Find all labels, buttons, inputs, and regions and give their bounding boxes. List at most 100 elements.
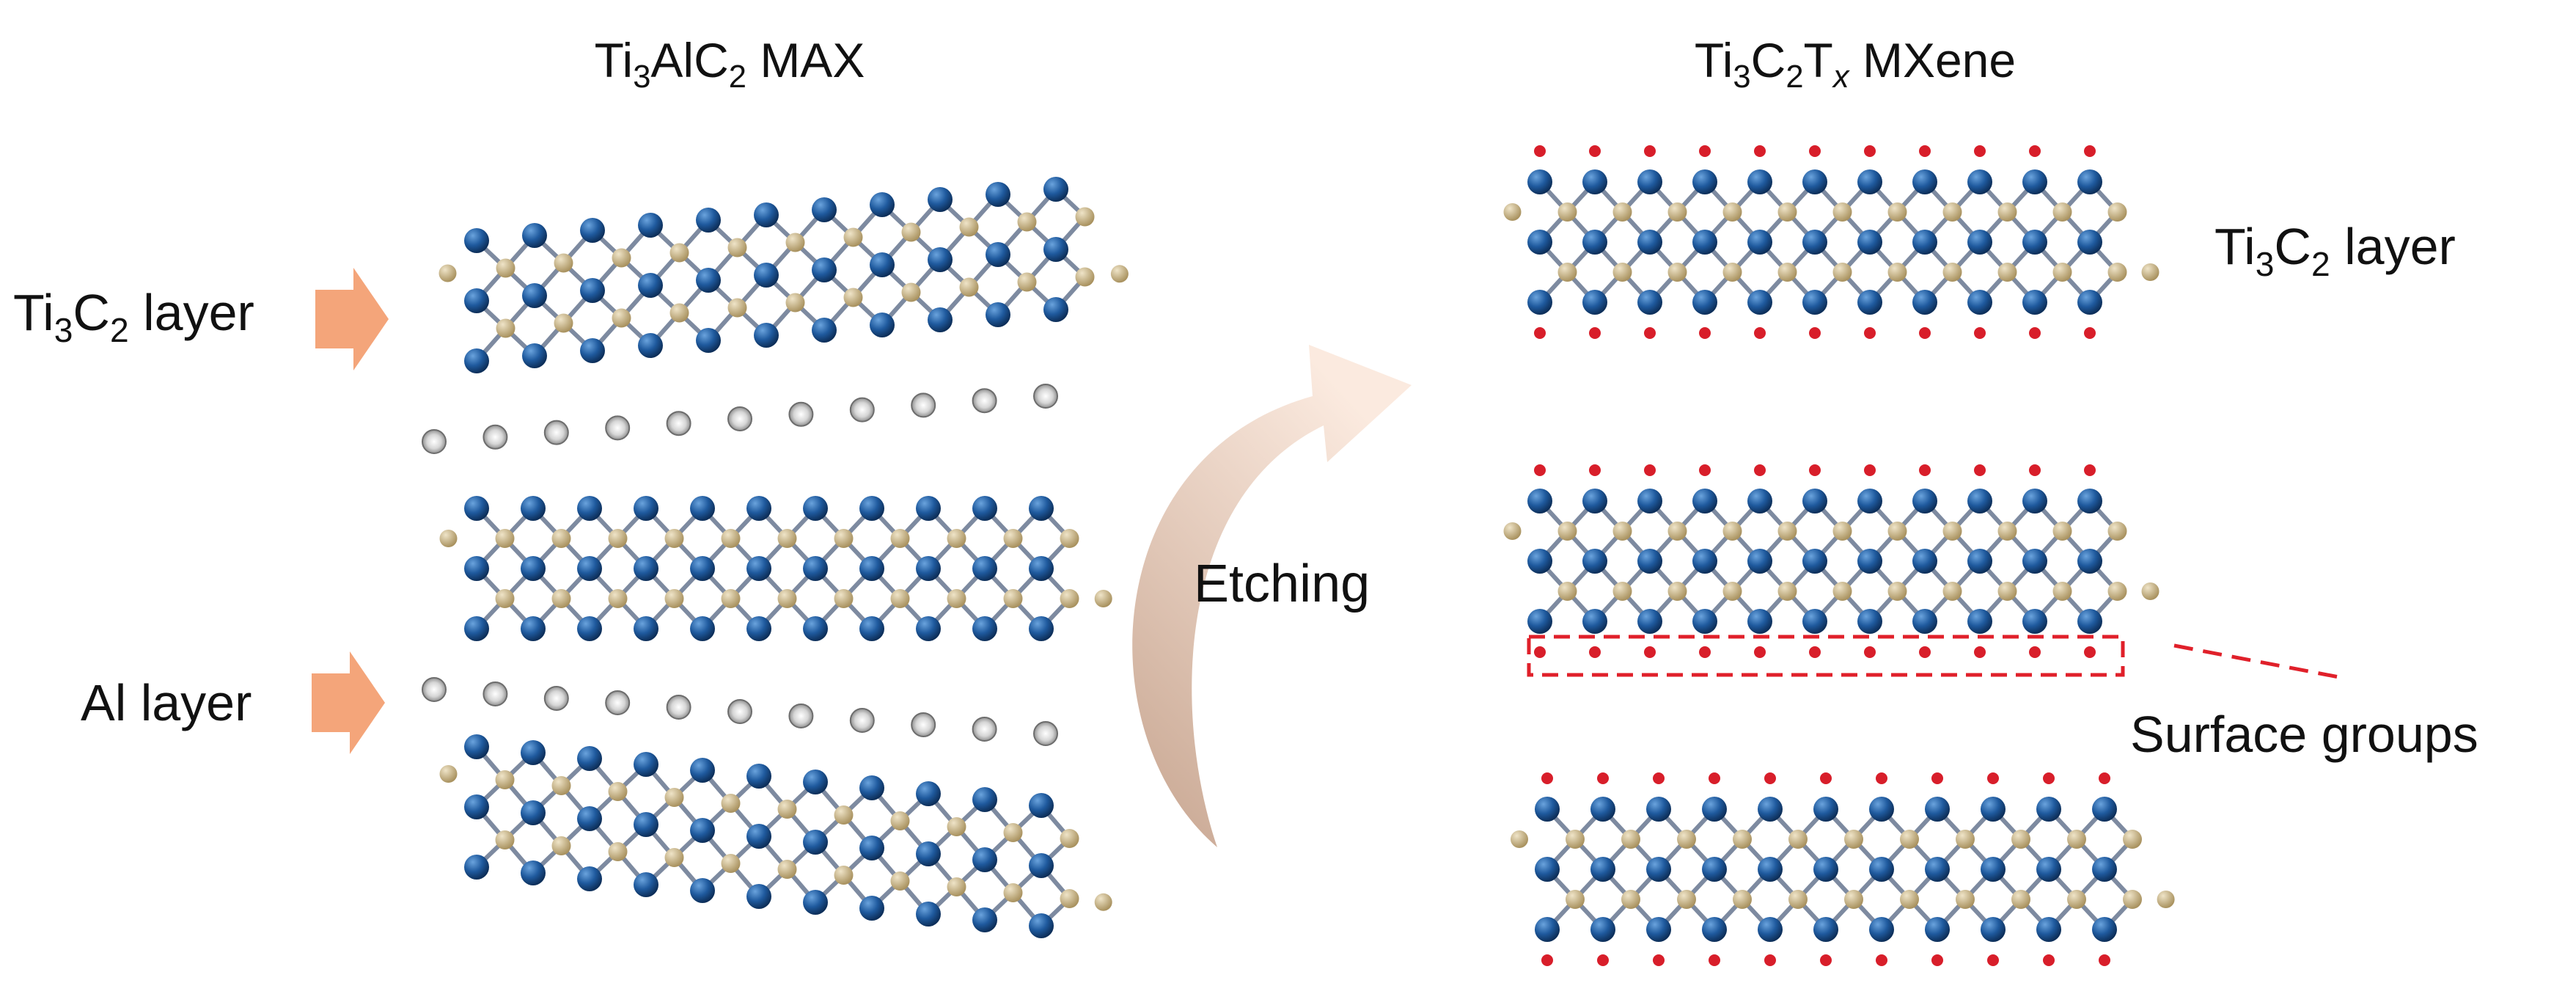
ti-atom: [2022, 290, 2047, 315]
ti-atom: [803, 890, 828, 915]
ti-atom: [1802, 609, 1827, 634]
ti-atom: [859, 836, 884, 860]
surface-atom: [1754, 646, 1766, 658]
al-atom: [1033, 721, 1058, 746]
ti-atom: [2092, 797, 2117, 822]
ti-atom: [1590, 917, 1615, 942]
ti-atom: [859, 616, 884, 641]
c-atom: [1667, 582, 1687, 601]
c-atom: [1511, 830, 1528, 848]
c-atom: [1844, 830, 1863, 849]
c-atom: [1075, 207, 1095, 227]
surface-atom: [1820, 954, 1832, 966]
surface-atom: [1919, 464, 1931, 476]
c-atom: [554, 313, 573, 333]
al-atom: [422, 429, 447, 454]
surface-atom: [1644, 646, 1656, 658]
ti-atom: [1912, 169, 1937, 194]
ti-atom: [746, 616, 771, 641]
surface-atom: [1653, 954, 1665, 966]
ti-atom: [1029, 853, 1054, 878]
max-slab-bottom: [439, 734, 1112, 938]
ti-atom: [464, 556, 489, 581]
c-atom: [2107, 522, 2127, 541]
ti-atom: [2036, 857, 2061, 882]
c-atom: [890, 589, 910, 608]
ti-atom: [1925, 857, 1950, 882]
ti-atom: [972, 787, 997, 812]
al-atom: [849, 397, 875, 423]
right-ti3c2-layer-label: Ti3C2 layer: [2214, 218, 2456, 283]
ti-atom: [2022, 230, 2047, 255]
surface-atom: [2084, 464, 2096, 476]
c-atom: [1557, 582, 1577, 601]
c-atom: [1667, 522, 1687, 541]
ti-atom: [1747, 489, 1772, 514]
surface-atom: [2029, 327, 2041, 339]
c-atom: [2052, 202, 2072, 222]
mxene-title: Ti3C2Tx MXene: [1695, 33, 2016, 95]
ti-atom: [1692, 290, 1717, 315]
ti-atom: [690, 758, 715, 783]
ti-atom: [1857, 290, 1882, 315]
ti-atom: [1813, 857, 1838, 882]
ti-atom: [2092, 917, 2117, 942]
ti-atom: [1527, 169, 1552, 194]
c-atom: [669, 303, 689, 323]
ti-atom: [1637, 169, 1662, 194]
ti-atom: [803, 770, 828, 794]
ti-atom: [634, 496, 658, 521]
c-atom: [1612, 522, 1632, 541]
ti-atom: [1692, 609, 1717, 634]
surface-atom: [1919, 327, 1931, 339]
ti-atom: [1912, 549, 1937, 574]
ti-atom: [1527, 549, 1552, 574]
ti-atom: [521, 740, 546, 765]
ti-atom: [521, 556, 546, 581]
ti-atom: [972, 496, 997, 521]
c-atom: [901, 222, 921, 242]
ti-atom: [1967, 230, 1992, 255]
ti-atom: [746, 824, 771, 849]
c-atom: [438, 264, 457, 282]
ti-atom: [2022, 489, 2047, 514]
c-atom: [1788, 890, 1808, 909]
ti-atom: [986, 242, 1010, 267]
surface-atom: [1754, 464, 1766, 476]
ti-atom: [1646, 797, 1671, 822]
max-title: Ti3AlC2 MAX: [595, 33, 865, 95]
ti-atom: [1590, 857, 1615, 882]
mxene-slab-middle: [1503, 464, 2159, 658]
c-atom: [1094, 893, 1112, 911]
c-atom: [495, 830, 515, 849]
ti-atom: [1758, 797, 1783, 822]
c-atom: [777, 860, 797, 879]
surface-atom: [1864, 327, 1876, 339]
surface-atom: [1809, 145, 1821, 157]
c-atom: [1075, 267, 1095, 287]
c-atom: [959, 277, 979, 297]
ti-atom: [634, 872, 658, 897]
c-atom: [2067, 830, 2086, 849]
etching-label: Etching: [1194, 555, 1370, 613]
c-atom: [1003, 883, 1023, 902]
ti-atom: [1967, 489, 1992, 514]
ti-atom: [1527, 230, 1552, 255]
c-atom: [664, 589, 684, 608]
surface-atom: [1699, 145, 1711, 157]
ti-atom: [690, 818, 715, 843]
ti-atom: [1692, 230, 1717, 255]
ti-atom: [1527, 290, 1552, 315]
c-atom: [2011, 830, 2030, 849]
al-atom: [911, 392, 936, 418]
surface-atom: [1534, 646, 1546, 658]
c-atom: [785, 293, 805, 313]
c-atom: [1110, 265, 1129, 283]
surface-atom: [1709, 772, 1720, 784]
c-atom: [1997, 522, 2017, 541]
surface-atom: [2084, 646, 2096, 658]
surface-atom: [1699, 646, 1711, 658]
al-atom: [972, 388, 997, 414]
surface-atom: [2029, 646, 2041, 658]
c-atom: [834, 589, 854, 608]
